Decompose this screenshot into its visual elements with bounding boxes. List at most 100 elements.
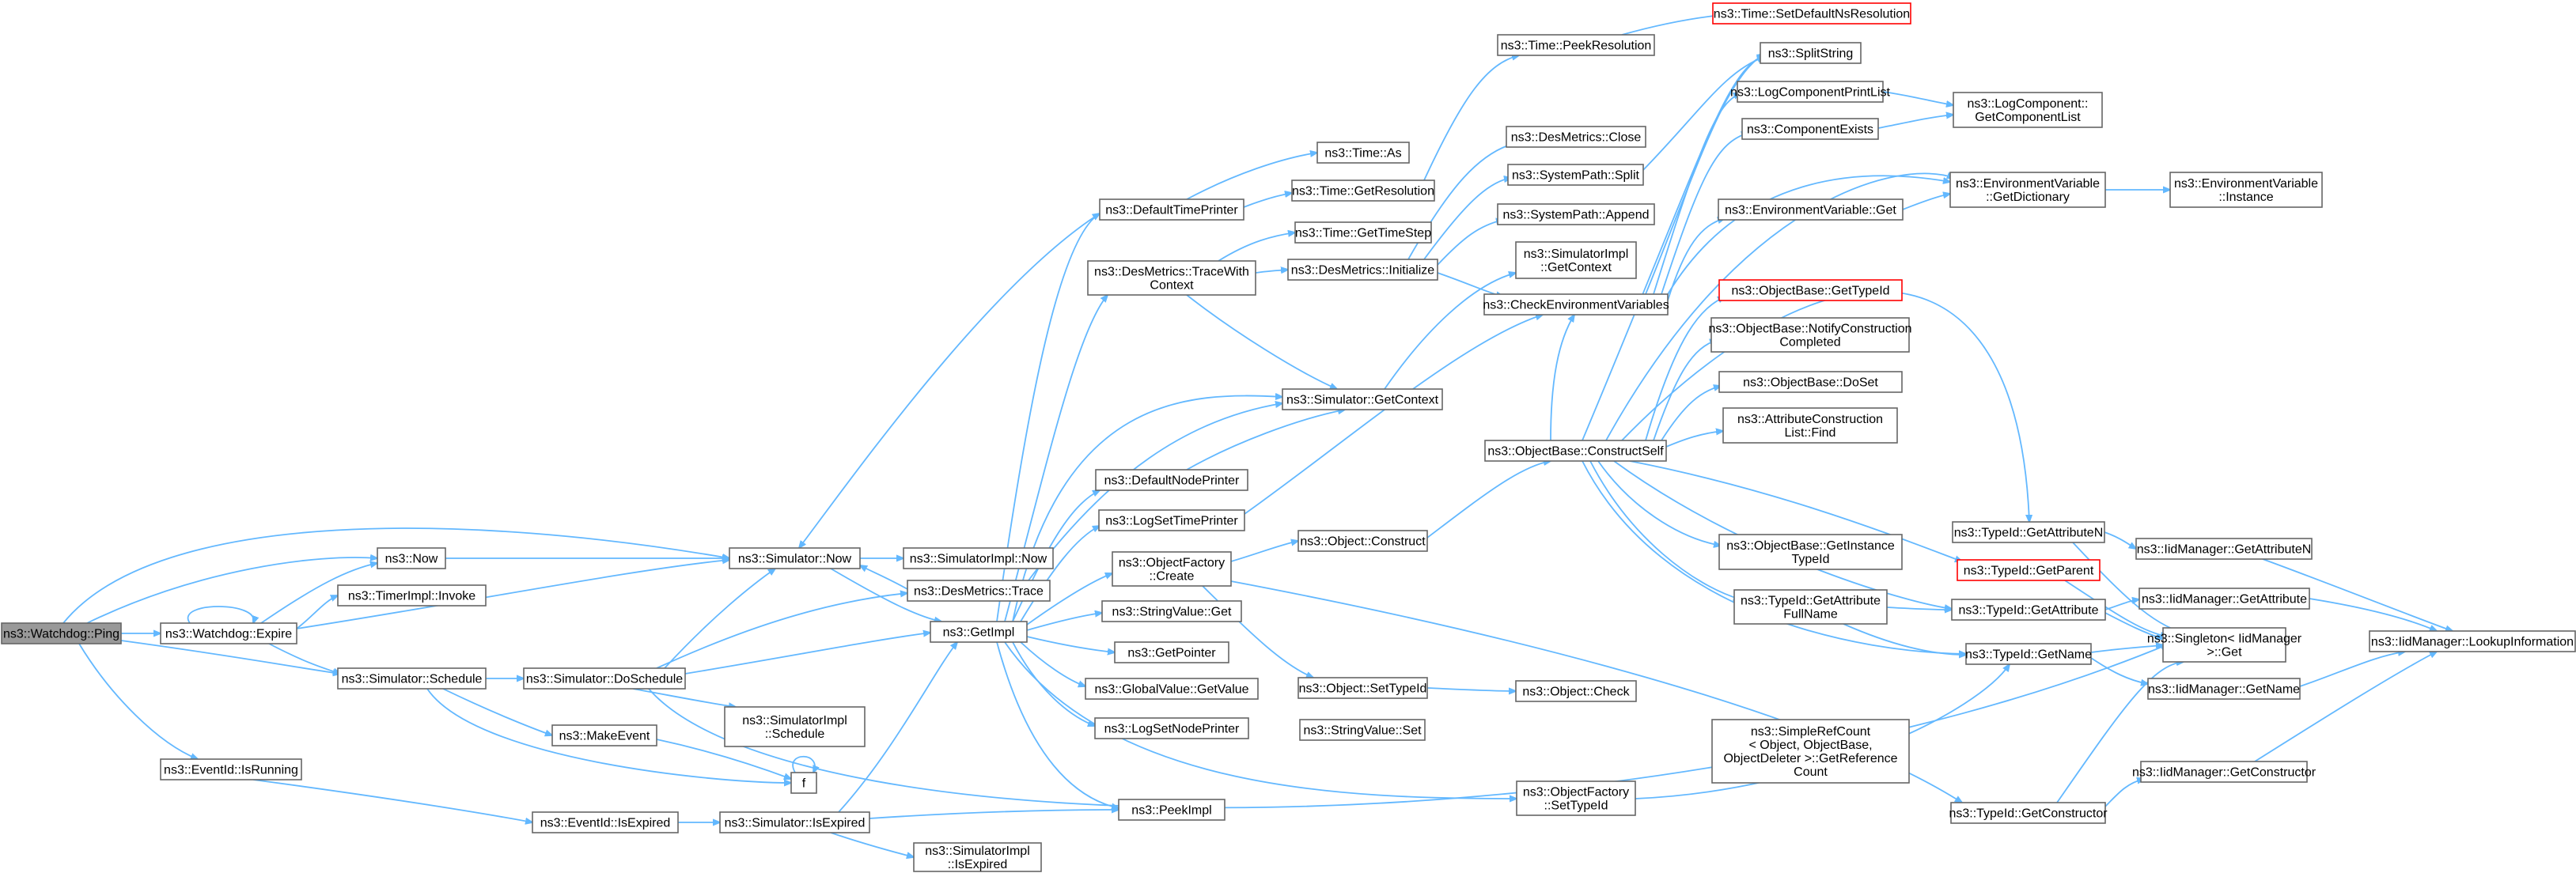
node-box: [1291, 180, 1435, 202]
node-splitstring[interactable]: ns3::SplitString: [1760, 42, 1862, 64]
node-iidmanager_lookupinformation[interactable]: ns3::IidManager::LookupInformation: [2369, 630, 2576, 652]
edge-systempath_split-to-splitstring: [1642, 57, 1764, 171]
node-desmetrics_trace[interactable]: ns3::DesMetrics::Trace: [907, 580, 1051, 602]
edge-getimpl-to-defaulttimeprinter: [996, 214, 1100, 622]
node-envvar_instance[interactable]: ns3::EnvironmentVariable::Instance: [2169, 172, 2323, 208]
node-sim_now[interactable]: ns3::Simulator::Now: [729, 547, 861, 569]
node-desmetrics_close[interactable]: ns3::DesMetrics::Close: [1506, 126, 1646, 148]
node-getpointer[interactable]: ns3::GetPointer: [1114, 641, 1229, 663]
node-logsetnodeprinter[interactable]: ns3::LogSetNodePrinter: [1094, 717, 1249, 739]
node-iidmanager_getname[interactable]: ns3::IidManager::GetName: [2147, 678, 2301, 700]
node-peekimpl[interactable]: ns3::PeekImpl: [1118, 799, 1225, 821]
node-simimpl_isexpired[interactable]: ns3::SimulatorImpl::IsExpired: [913, 842, 1042, 872]
node-time_peekresolution[interactable]: ns3::Time::PeekResolution: [1497, 34, 1655, 56]
node-iidmanager_getattributen[interactable]: ns3::IidManager::GetAttributeN: [2135, 538, 2313, 560]
node-ping[interactable]: ns3::Watchdog::Ping: [1, 622, 122, 644]
node-makeevent[interactable]: ns3::MakeEvent: [551, 724, 657, 746]
node-simimpl_schedule[interactable]: ns3::SimulatorImpl::Schedule: [724, 706, 866, 747]
node-envvar_getdictionary[interactable]: ns3::EnvironmentVariable::GetDictionary: [1949, 172, 2106, 208]
node-box: [1497, 203, 1655, 225]
node-now[interactable]: ns3::Now: [377, 547, 446, 569]
node-objectbase_doset[interactable]: ns3::ObjectBase::DoSet: [1718, 371, 1903, 393]
node-f[interactable]: f: [790, 772, 817, 794]
node-label: ns3::LogComponent::: [1968, 97, 2089, 111]
node-iidmanager_getconstructor[interactable]: ns3::IidManager::GetConstructor: [2132, 761, 2317, 783]
node-sim_getcontext[interactable]: ns3::Simulator::GetContext: [1282, 388, 1443, 410]
node-label: ns3::Time::SetDefaultNsResolution: [1714, 8, 1910, 21]
node-componentexists[interactable]: ns3::ComponentExists: [1741, 118, 1879, 140]
node-label: ns3::EnvironmentVariable: [2174, 177, 2318, 191]
node-iidmanager_getattribute[interactable]: ns3::IidManager::GetAttribute: [2138, 588, 2310, 610]
node-typeid_getattributen[interactable]: ns3::TypeId::GetAttributeN: [1952, 521, 2105, 543]
node-box: [1737, 81, 1884, 103]
node-defaultnodeprinter[interactable]: ns3::DefaultNodePrinter: [1095, 469, 1248, 491]
edge-desmetrics_tracewithcontext-to-sim_getcontext: [1186, 294, 1337, 389]
node-box: [1, 622, 122, 644]
node-systempath_split[interactable]: ns3::SystemPath::Split: [1507, 164, 1644, 186]
node-simimpl_getcontext[interactable]: ns3::SimulatorImpl::GetContext: [1515, 241, 1637, 279]
node-label: ::Instance: [2218, 191, 2273, 204]
node-objectbase_notifyconstruction[interactable]: ns3::ObjectBase::NotifyConstructionCompl…: [1708, 317, 1912, 353]
node-getimpl[interactable]: ns3::GetImpl: [930, 621, 1028, 643]
node-objectfactory_create[interactable]: ns3::ObjectFactory::Create: [1112, 551, 1232, 587]
node-object_settypeid[interactable]: ns3::Object::SetTypeId: [1297, 677, 1428, 699]
edges-layer: [63, 13, 2453, 857]
edge-getimpl-to-peekimpl: [996, 641, 1119, 808]
node-time_gettimestep[interactable]: ns3::Time::GetTimeStep: [1294, 221, 1432, 244]
node-typeid_getname[interactable]: ns3::TypeId::GetName: [1965, 643, 2092, 665]
node-logcomponent_getcomponentlist[interactable]: ns3::LogComponent::GetComponentList: [1953, 92, 2103, 128]
node-typeid_getconstructor[interactable]: ns3::TypeId::GetConstructor: [1949, 802, 2108, 824]
edge-expire-to-timerimpl_invoke: [296, 595, 338, 629]
node-envvar_get[interactable]: ns3::EnvironmentVariable::Get: [1718, 198, 1904, 221]
node-objectfactory_settypeid[interactable]: ns3::ObjectFactory::SetTypeId: [1516, 780, 1636, 816]
node-object_check[interactable]: ns3::Object::Check: [1515, 680, 1637, 702]
node-timerimpl_invoke[interactable]: ns3::TimerImpl::Invoke: [337, 584, 487, 607]
node-desmetrics_initialize[interactable]: ns3::DesMetrics::Initialize: [1287, 259, 1438, 281]
node-label: ::Create: [1150, 570, 1195, 584]
node-logcomponentprintlist[interactable]: ns3::LogComponentPrintList: [1730, 81, 1891, 103]
node-label: ns3::SimulatorImpl: [925, 845, 1030, 858]
node-objectbase_constructself[interactable]: ns3::ObjectBase::ConstructSelf: [1484, 440, 1667, 462]
edge-objectbase_constructself-to-objectbase_gettypeid: [1645, 297, 1725, 441]
node-typeid_getattribute[interactable]: ns3::TypeId::GetAttribute: [1951, 599, 2106, 621]
node-sim_doschedule[interactable]: ns3::Simulator::DoSchedule: [523, 667, 686, 690]
node-singleton_get[interactable]: ns3::Singleton< IidManager>::Get: [2147, 627, 2302, 663]
node-expire[interactable]: ns3::Watchdog::Expire: [160, 622, 297, 644]
edge-defaultnodeprinter-to-sim_getcontext: [1186, 410, 1345, 471]
node-sim_schedule[interactable]: ns3::Simulator::Schedule: [337, 667, 487, 690]
node-object_construct[interactable]: ns3::Object::Construct: [1297, 530, 1428, 552]
node-label: ns3::Simulator::IsExpired: [725, 817, 866, 830]
edge-ping-to-sim_now: [63, 527, 729, 624]
node-time_as[interactable]: ns3::Time::As: [1316, 142, 1410, 164]
node-checkenv[interactable]: ns3::CheckEnvironmentVariables: [1483, 293, 1669, 316]
node-simimpl_now[interactable]: ns3::SimulatorImpl::Now: [903, 547, 1054, 569]
node-simplerefcount[interactable]: ns3::SimpleRefCount< Object, ObjectBase,…: [1711, 719, 1910, 784]
edge-objectfactory_create-to-object_settypeid: [1202, 585, 1313, 678]
node-sim_isexpired[interactable]: ns3::Simulator::IsExpired: [719, 811, 870, 833]
node-logsettimeprinter[interactable]: ns3::LogSetTimePrinter: [1098, 509, 1245, 531]
edge-sim_doschedule-to-simimpl_schedule: [632, 688, 736, 707]
node-label: < Object, ObjectBase,: [1748, 739, 1872, 752]
node-label: ns3::EventId::IsRunning: [164, 764, 298, 777]
node-box: [1497, 34, 1655, 56]
node-time_getresolution[interactable]: ns3::Time::GetResolution: [1291, 180, 1435, 202]
node-defaulttimeprinter[interactable]: ns3::DefaultTimePrinter: [1099, 198, 1244, 221]
node-stringvalue_get[interactable]: ns3::StringValue::Get: [1101, 600, 1242, 622]
node-objectbase_gettypeid[interactable]: ns3::ObjectBase::GetTypeId: [1718, 279, 1903, 301]
node-time_setdefaultnsresolution[interactable]: ns3::Time::SetDefaultNsResolution: [1712, 2, 1911, 25]
node-box: [337, 584, 487, 607]
node-globalvalue_getvalue[interactable]: ns3::GlobalValue::GetValue: [1085, 678, 1259, 700]
node-box: [903, 547, 1054, 569]
node-label: ns3::StringValue::Set: [1303, 724, 1422, 738]
node-eventid_isexpired[interactable]: ns3::EventId::IsExpired: [532, 811, 679, 833]
node-eventid_isrunning[interactable]: ns3::EventId::IsRunning: [160, 758, 302, 780]
node-systempath_append[interactable]: ns3::SystemPath::Append: [1497, 203, 1655, 225]
node-box: [2169, 172, 2323, 208]
node-stringvalue_set[interactable]: ns3::StringValue::Set: [1299, 719, 1426, 741]
node-typeid_getparent[interactable]: ns3::TypeId::GetParent: [1957, 559, 2101, 581]
